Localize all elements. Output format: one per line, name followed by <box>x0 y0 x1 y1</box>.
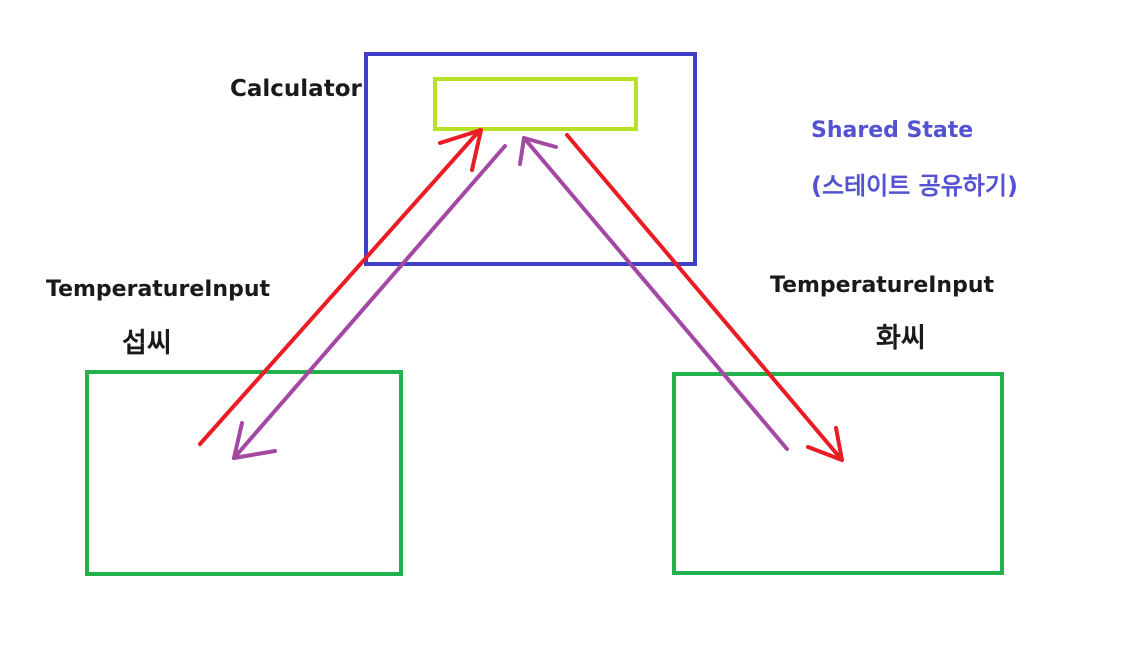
right-unit-label: 화씨 <box>876 323 926 354</box>
calculator-box <box>364 52 697 266</box>
left-to-state-arrow <box>198 128 483 446</box>
left-unit-label: 섭씨 <box>122 328 172 359</box>
shared-state-label: Shared State <box>811 118 974 143</box>
shared-state-box <box>433 77 638 131</box>
left-input-box <box>85 370 403 576</box>
shared-state-korean-label: (스테이트 공유하기) <box>811 172 1018 200</box>
state-to-right-arrow <box>565 133 844 462</box>
right-to-state-arrow <box>518 136 789 451</box>
left-component-label: TemperatureInput <box>46 277 271 302</box>
calculator-label: Calculator <box>230 76 362 102</box>
right-component-label: TemperatureInput <box>770 273 995 298</box>
right-input-box <box>672 372 1004 575</box>
state-to-left-arrow <box>232 144 507 460</box>
